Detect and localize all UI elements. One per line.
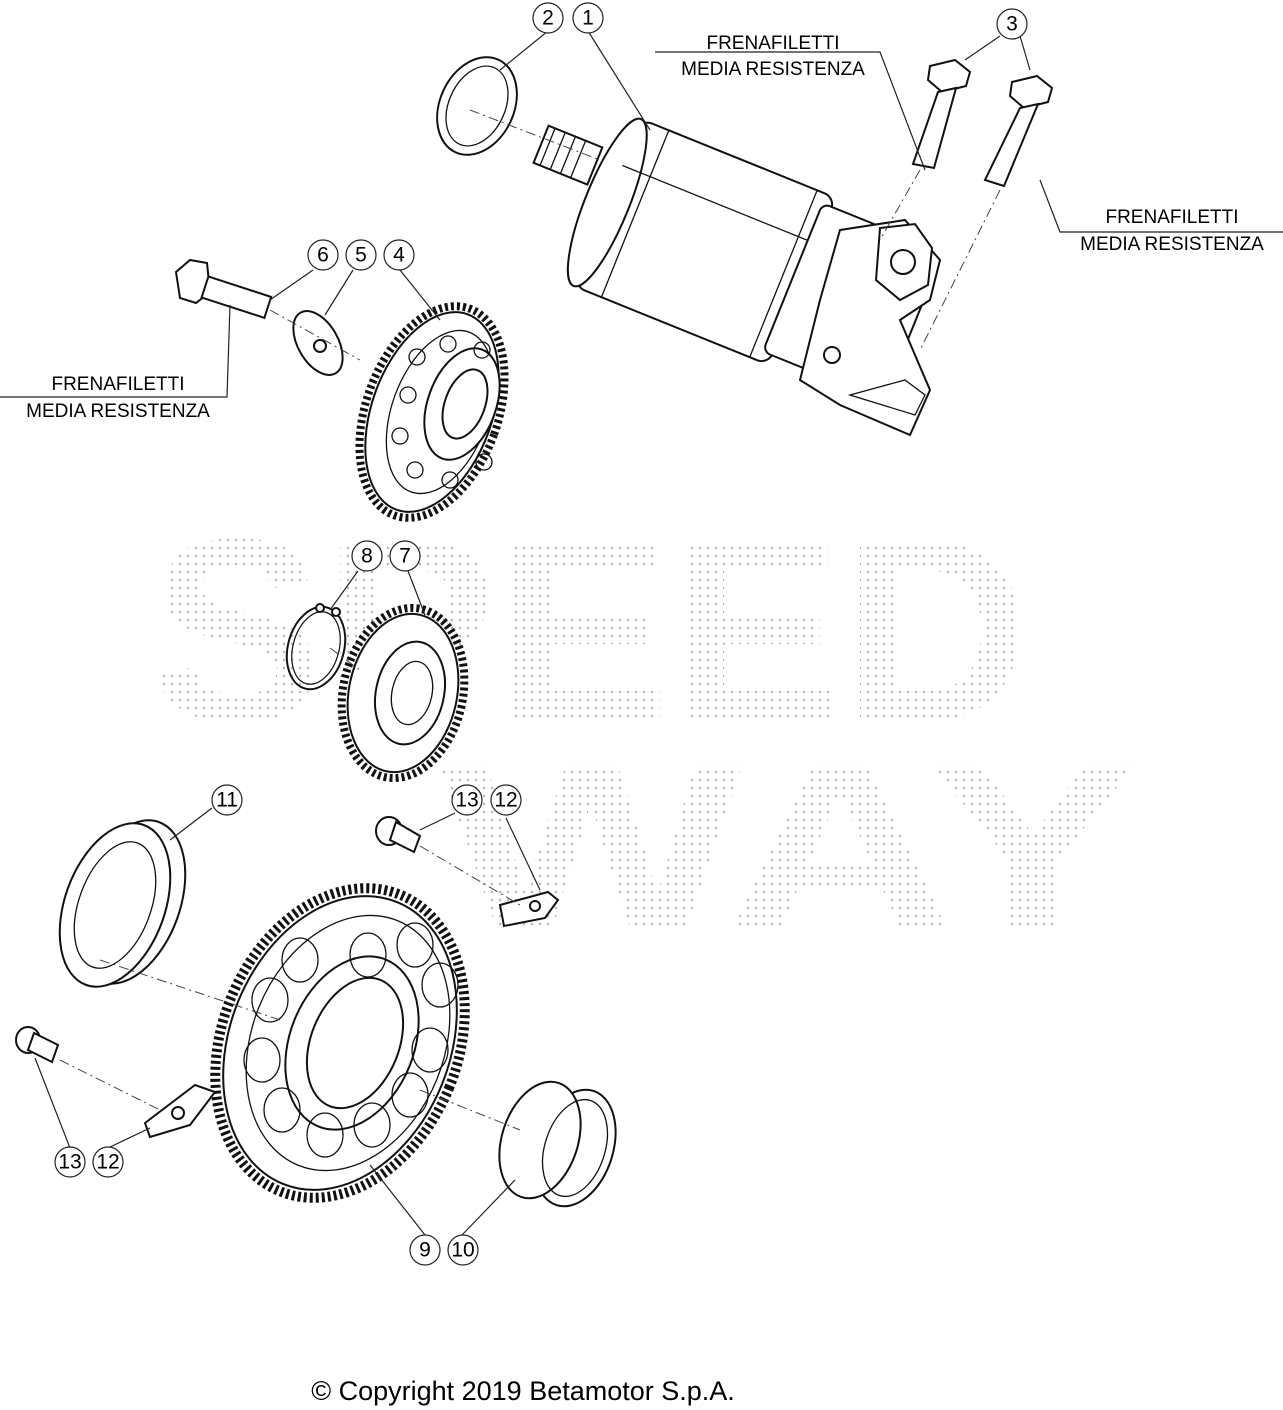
- svg-text:8: 8: [361, 545, 373, 568]
- watermark-word-1: SPEED: [150, 486, 1030, 776]
- starter-motor: [532, 117, 942, 437]
- svg-text:13: 13: [455, 789, 478, 812]
- callout-12-top: 12: [490, 784, 522, 816]
- svg-text:FRENAFILETTI: FRENAFILETTI: [1105, 207, 1238, 228]
- svg-text:MEDIA RESISTENZA: MEDIA RESISTENZA: [681, 59, 865, 80]
- bushing-10: [498, 1080, 617, 1208]
- svg-text:12: 12: [96, 1151, 119, 1174]
- watermark: SPEED WAY: [150, 486, 1140, 981]
- svg-text:FRENAFILETTI: FRENAFILETTI: [706, 33, 839, 54]
- svg-text:3: 3: [1006, 13, 1018, 36]
- svg-text:MEDIA RESISTENZA: MEDIA RESISTENZA: [1080, 234, 1264, 255]
- screw-13-top: [375, 816, 422, 854]
- svg-text:2: 2: [542, 7, 554, 30]
- svg-text:4: 4: [393, 244, 405, 267]
- svg-text:6: 6: [317, 244, 329, 267]
- plate-12-top: [498, 890, 560, 928]
- callout-10: 10: [447, 1234, 479, 1266]
- svg-text:5: 5: [355, 244, 367, 267]
- callout-4: 4: [383, 239, 415, 271]
- svg-text:13: 13: [58, 1151, 81, 1174]
- callout-5: 5: [345, 239, 377, 271]
- callout-3: 3: [996, 8, 1028, 40]
- svg-text:12: 12: [494, 789, 517, 812]
- axis-lines: [59, 109, 1001, 1131]
- callout-2: 2: [532, 2, 564, 34]
- callout-13-top: 13: [451, 784, 483, 816]
- bolt-6: [174, 258, 273, 320]
- callout-13-bottom: 13: [54, 1146, 86, 1178]
- copyright-text: © Copyright 2019 Betamotor S.p.A.: [311, 1376, 735, 1406]
- callout-1: 1: [572, 2, 604, 34]
- callout-6: 6: [307, 239, 339, 271]
- note-left: FRENAFILETTI MEDIA RESISTENZA: [26, 374, 210, 422]
- note-right: FRENAFILETTI MEDIA RESISTENZA: [1080, 207, 1264, 255]
- gear-9: [210, 883, 470, 1203]
- callout-8: 8: [351, 540, 383, 572]
- watermark-word-2: WAY: [440, 713, 1140, 981]
- leader-lines: [0, 30, 1283, 1236]
- callout-11: 11: [211, 784, 243, 816]
- gear-4: [355, 302, 509, 522]
- callout-7: 7: [389, 540, 421, 572]
- o-ring: [436, 56, 518, 156]
- gear-7: [337, 603, 469, 783]
- svg-text:1: 1: [582, 7, 594, 30]
- bearing-11: [58, 819, 187, 988]
- svg-text:FRENAFILETTI: FRENAFILETTI: [51, 374, 184, 395]
- svg-text:10: 10: [451, 1239, 474, 1262]
- flange-bolt-2: [983, 74, 1054, 188]
- svg-text:11: 11: [216, 789, 238, 812]
- svg-text:MEDIA RESISTENZA: MEDIA RESISTENZA: [26, 401, 210, 422]
- circlip-8: [285, 603, 347, 691]
- svg-text:7: 7: [399, 545, 411, 568]
- screw-13-bottom: [15, 1026, 60, 1064]
- note-top: FRENAFILETTI MEDIA RESISTENZA: [681, 33, 865, 80]
- callout-9: 9: [409, 1234, 441, 1266]
- svg-text:9: 9: [419, 1239, 431, 1262]
- plate-12-bottom: [143, 1083, 217, 1139]
- washer-5: [292, 310, 344, 376]
- flange-bolt-1: [911, 58, 972, 170]
- callout-12-bottom: 12: [92, 1146, 124, 1178]
